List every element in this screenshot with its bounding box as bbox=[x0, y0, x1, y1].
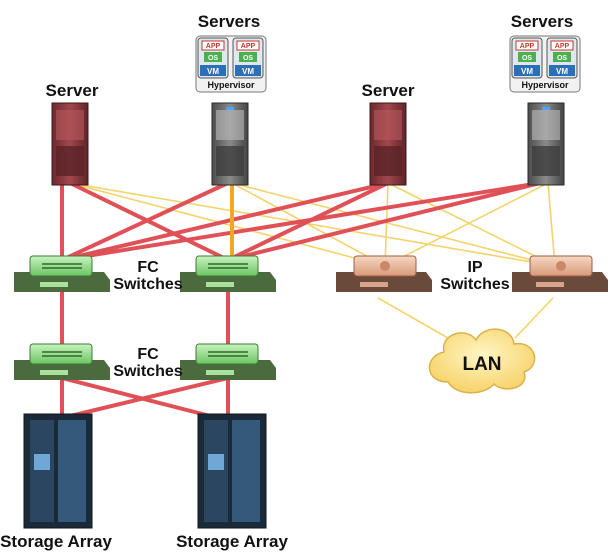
hypervisor-label: Hypervisor bbox=[521, 80, 569, 90]
os-label: OS bbox=[557, 55, 567, 62]
server-gray-right-icon bbox=[527, 102, 565, 186]
fc-switches-top-label-2: Switches bbox=[113, 276, 182, 293]
fc-switch-top-right-icon bbox=[180, 255, 276, 292]
ip-links bbox=[69, 182, 556, 339]
fc-links bbox=[60, 181, 542, 420]
os-label: OS bbox=[522, 55, 532, 62]
app-label: APP bbox=[206, 43, 221, 50]
vm-label: VM bbox=[207, 67, 219, 76]
fc-switches-top-label-1: FC bbox=[137, 259, 159, 276]
lan-cloud-icon bbox=[428, 328, 536, 394]
lan-label: LAN bbox=[462, 354, 501, 375]
os-label: OS bbox=[243, 55, 253, 62]
fc-switch-bottom-right-icon bbox=[180, 343, 276, 380]
app-label: APP bbox=[555, 43, 570, 50]
ip-switch-left-icon bbox=[336, 255, 432, 292]
server-left-icon bbox=[51, 102, 89, 186]
server-gray-left-icon bbox=[211, 102, 249, 186]
server-left-label: Server bbox=[46, 81, 99, 100]
storage-right-label: Storage Array bbox=[176, 532, 288, 551]
fc-switches-bottom-label-2: Switches bbox=[113, 363, 182, 380]
app-label: APP bbox=[520, 43, 535, 50]
ip-switches-label-1: IP bbox=[467, 259, 482, 276]
storage-array-left-icon bbox=[23, 413, 93, 529]
server-mid-icon bbox=[369, 102, 407, 186]
fc-switches-bottom-label-1: FC bbox=[137, 346, 159, 363]
hypervisor-label: Hypervisor bbox=[207, 80, 255, 90]
fc-switch-top-left-icon bbox=[14, 255, 110, 292]
vm-stack-left: APP APP OS OS VM VM Hypervisor bbox=[195, 35, 267, 93]
servers-right-label: Servers bbox=[511, 12, 573, 31]
os-label: OS bbox=[208, 55, 218, 62]
fc-switch-bottom-left-icon bbox=[14, 343, 110, 380]
vm-stack-right: APP APP OS OS VM VM Hypervisor bbox=[509, 35, 581, 93]
vm-label: VM bbox=[242, 67, 254, 76]
connection-links bbox=[60, 181, 556, 420]
storage-array-right-icon bbox=[197, 413, 267, 529]
app-label: APP bbox=[241, 43, 256, 50]
ip-switch-right-icon bbox=[512, 255, 608, 292]
vm-label: VM bbox=[556, 67, 568, 76]
server-mid-label: Server bbox=[362, 81, 415, 100]
storage-left-label: Storage Array bbox=[0, 532, 112, 551]
vm-label: VM bbox=[521, 67, 533, 76]
servers-left-label: Servers bbox=[198, 12, 260, 31]
ip-switches-label-2: Switches bbox=[440, 276, 509, 293]
